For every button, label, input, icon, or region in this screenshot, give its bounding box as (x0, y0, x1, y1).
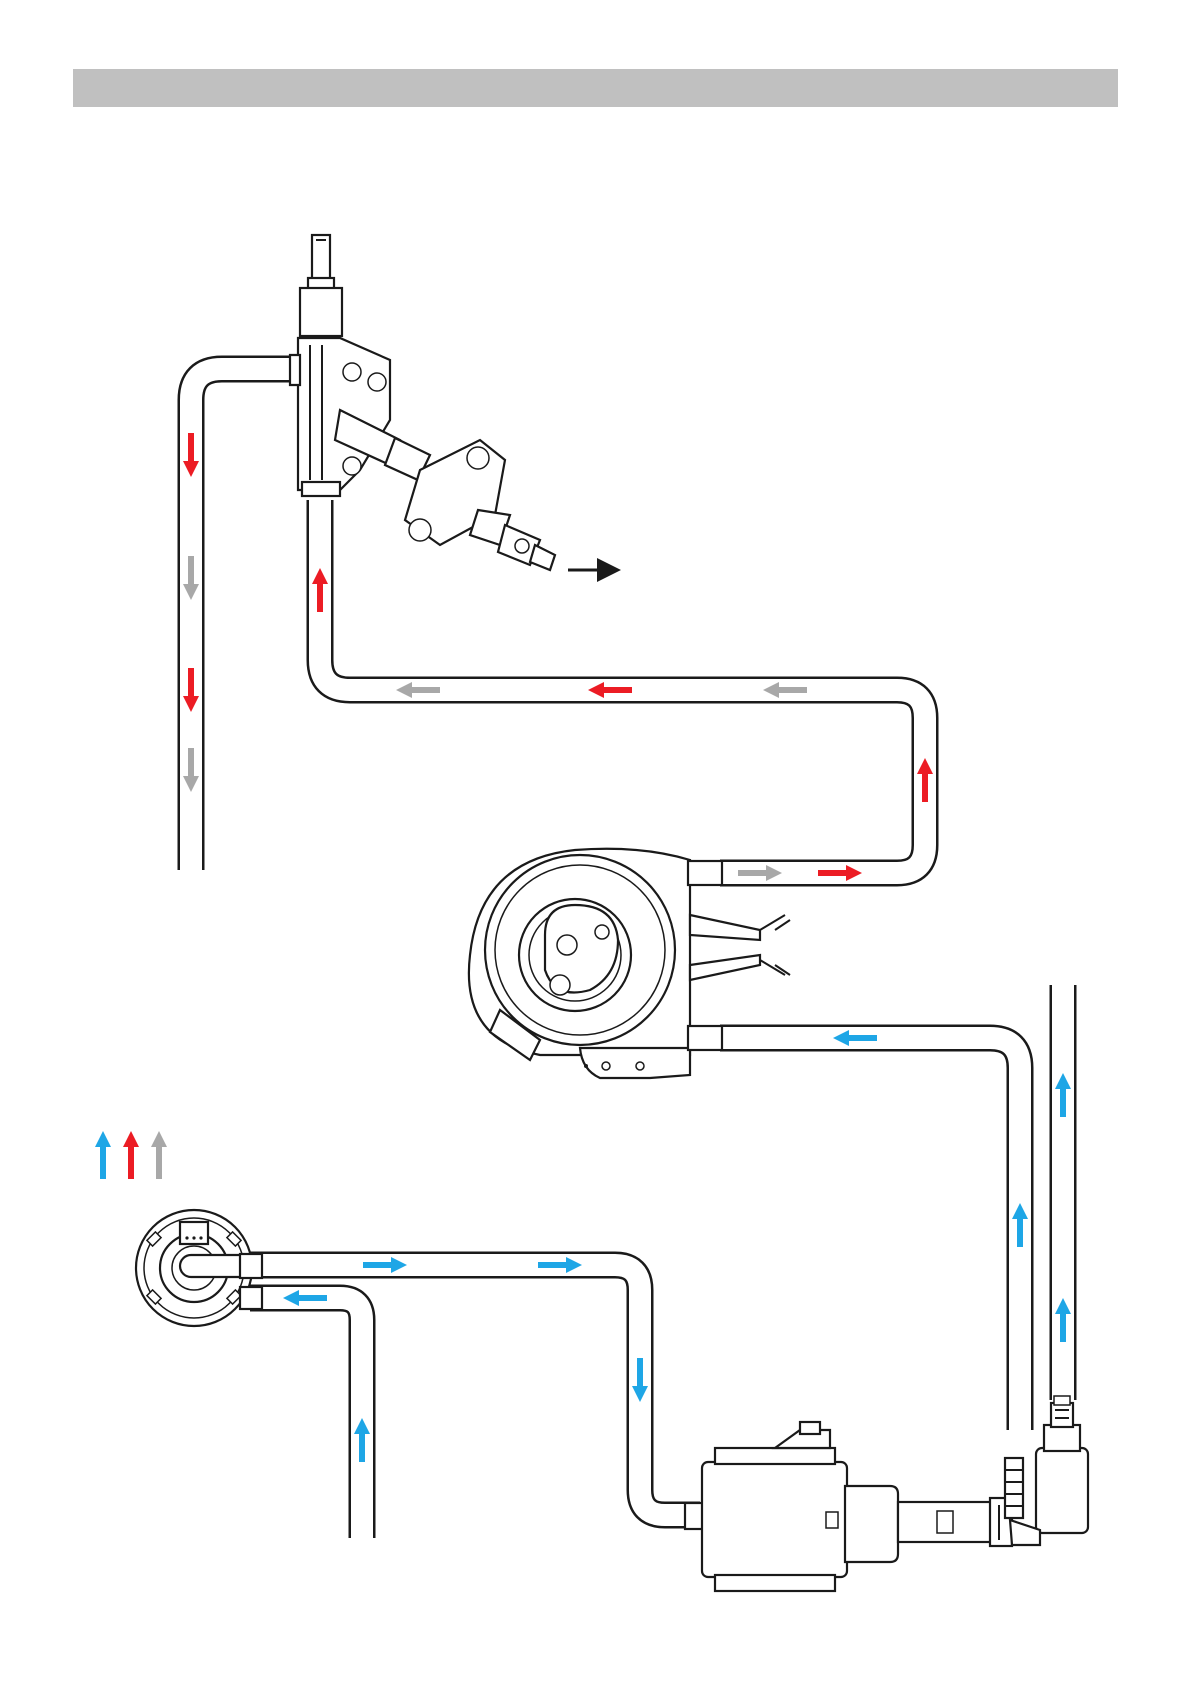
distribution-valve-icon (290, 235, 430, 496)
tube-tank-return (250, 1298, 362, 1538)
pump-icon (685, 1422, 1012, 1591)
tube-valve-left-drop (191, 369, 300, 870)
steam-legend-arrow (151, 1131, 167, 1179)
hot-water-legend-arrow (123, 1131, 139, 1179)
tube-to-heater-inlet (720, 1038, 1020, 1430)
legend (95, 1131, 167, 1179)
water-tank-icon (136, 1210, 262, 1326)
drain-line (191, 935, 308, 980)
cold-water-legend-arrow (95, 1131, 111, 1179)
